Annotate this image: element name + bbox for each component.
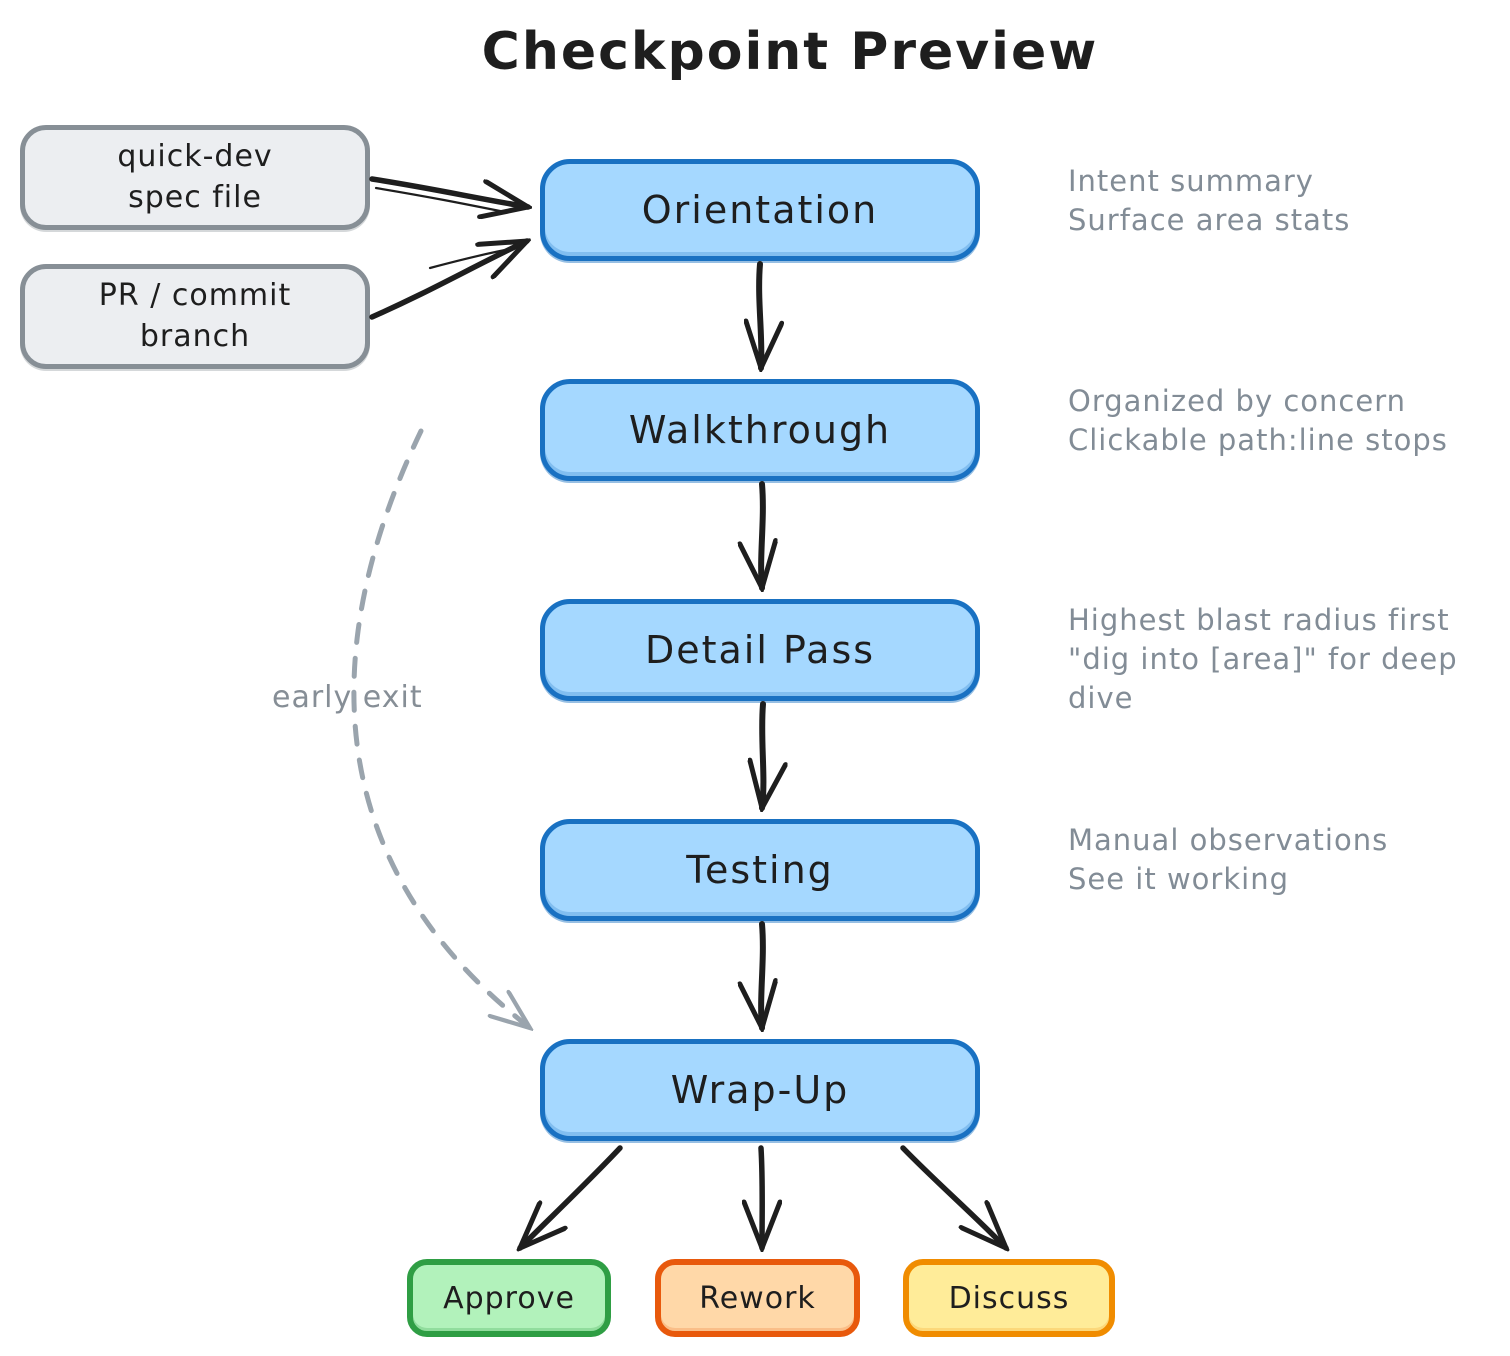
node-detail-pass: Detail Pass bbox=[540, 599, 980, 701]
note-testing: Manual observations See it working bbox=[1068, 823, 1389, 896]
arrow-orientation-to-walkthrough bbox=[759, 261, 761, 368]
arrow-wrap-up-to-rework bbox=[761, 1145, 762, 1248]
arrow-detail-pass-to-testing bbox=[762, 701, 763, 808]
arrow-early-exit-dashed bbox=[351, 428, 530, 1028]
node-label: Rework bbox=[699, 1280, 816, 1316]
arrow-spec-file-to-orientation-sketch bbox=[374, 186, 507, 214]
node-quick-dev-spec-file: quick-dev spec file bbox=[20, 125, 370, 230]
arrow-pr-branch-to-orientation bbox=[369, 241, 527, 320]
node-label: PR / commit branch bbox=[98, 278, 292, 354]
node-discuss: Discuss bbox=[903, 1259, 1115, 1337]
arrow-pr-branch-to-orientation-sketch bbox=[428, 248, 507, 270]
arrow-wrap-up-to-discuss bbox=[900, 1145, 1006, 1248]
node-label: Orientation bbox=[641, 188, 879, 232]
note-walkthrough: Organized by concern Clickable path:line… bbox=[1068, 384, 1448, 457]
arrow-spec-file-to-orientation bbox=[369, 176, 528, 207]
node-testing: Testing bbox=[540, 819, 980, 921]
node-label: Approve bbox=[443, 1280, 575, 1316]
node-label: Discuss bbox=[948, 1280, 1070, 1316]
node-pr-commit-branch: PR / commit branch bbox=[20, 264, 370, 369]
node-label: Wrap-Up bbox=[670, 1068, 850, 1112]
node-label: quick-dev spec file bbox=[117, 139, 273, 215]
node-orientation: Orientation bbox=[540, 159, 980, 261]
node-label: Detail Pass bbox=[644, 628, 876, 672]
node-approve: Approve bbox=[407, 1259, 611, 1337]
node-wrap-up: Wrap-Up bbox=[540, 1039, 980, 1141]
diagram-title: Checkpoint Preview bbox=[481, 22, 1099, 82]
node-walkthrough: Walkthrough bbox=[540, 379, 980, 481]
node-label: Testing bbox=[686, 848, 834, 892]
note-orientation: Intent summary Surface area stats bbox=[1068, 164, 1351, 237]
arrow-wrap-up-to-approve bbox=[520, 1145, 623, 1248]
note-detail-pass: Highest blast radius first "dig into [ar… bbox=[1068, 603, 1458, 715]
node-rework: Rework bbox=[655, 1259, 860, 1337]
early-exit-label: early exit bbox=[272, 680, 423, 715]
arrow-testing-to-wrap-up bbox=[761, 921, 763, 1028]
arrow-walkthrough-to-detail-pass bbox=[761, 481, 763, 588]
node-label: Walkthrough bbox=[628, 408, 892, 452]
